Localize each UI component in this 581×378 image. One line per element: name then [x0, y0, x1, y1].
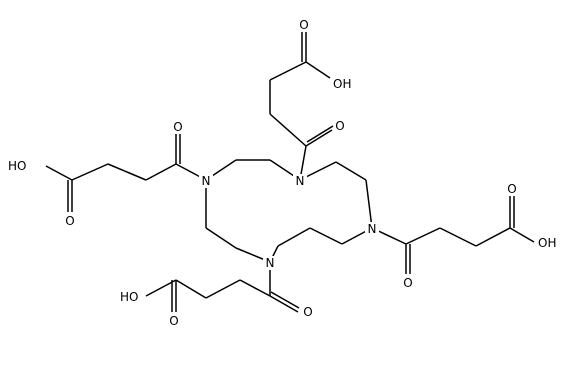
hydroxyl-label: OH — [333, 77, 351, 91]
oxygen-label: O — [169, 314, 178, 328]
nitrogen-label: N — [296, 174, 305, 188]
ring-bond — [365, 179, 373, 229]
ring-bond — [335, 161, 367, 181]
arm-bond — [475, 227, 511, 247]
arm-bond — [270, 291, 300, 309]
hydroxyl-label: OH — [538, 236, 556, 250]
ring-bond — [277, 227, 311, 247]
arm-bond — [305, 61, 331, 79]
arm-bond — [269, 113, 307, 147]
arm-bond — [305, 129, 333, 147]
ring-bond — [309, 227, 343, 245]
oxygen-label: O — [507, 182, 516, 196]
arm-bond — [439, 227, 477, 247]
atom-label-layer: N N N N O O O O O O O O HO OH OH HO — [8, 18, 556, 328]
oxygen-label: O — [299, 18, 308, 32]
arm-bond — [405, 227, 441, 245]
oxygen-label: O — [403, 276, 412, 290]
oxygen-label: O — [335, 119, 344, 133]
hydroxyl-label: HO — [8, 159, 26, 173]
arm-bond — [71, 163, 109, 181]
arm-bond — [107, 163, 147, 181]
arm-bond — [145, 279, 177, 297]
bond-layer — [45, 32, 535, 313]
arm-bond — [269, 61, 307, 81]
arm-bond — [205, 279, 241, 299]
arm-bond — [145, 163, 177, 181]
arm-bond — [306, 125, 334, 143]
arm-bond — [239, 279, 271, 297]
nitrogen-label: N — [266, 256, 275, 270]
hydroxyl-label: HO — [120, 290, 138, 304]
arm-bond — [45, 165, 73, 181]
oxygen-label: O — [173, 120, 182, 134]
arm-bond — [269, 295, 299, 313]
oxygen-label: O — [303, 305, 312, 319]
nitrogen-label: N — [368, 222, 377, 236]
arm-bond — [509, 227, 535, 243]
ring-bond — [205, 227, 237, 249]
arm-bond — [175, 279, 207, 299]
oxygen-label: O — [65, 214, 74, 228]
nitrogen-label: N — [202, 174, 211, 188]
